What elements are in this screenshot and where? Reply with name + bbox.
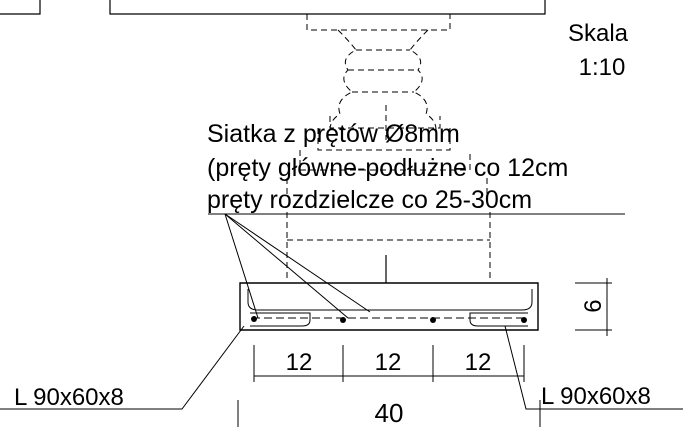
top-right-frame bbox=[109, 0, 546, 15]
spacing-dimension bbox=[237, 345, 541, 427]
baluster-dashed-outline bbox=[286, 14, 491, 282]
note-line-3: pręty rozdzielcze co 25-30cm bbox=[207, 186, 532, 214]
scale-label: Skala bbox=[568, 20, 629, 47]
scale-value: 1:10 bbox=[579, 54, 626, 81]
note-line-2: (pręty główne-podłużne co 12cm bbox=[207, 154, 568, 182]
total-width-label: 40 bbox=[375, 398, 404, 427]
thickness-dimension bbox=[575, 278, 612, 336]
top-left-frame bbox=[0, 0, 41, 15]
slab-section bbox=[239, 282, 539, 331]
thickness-label: 6 bbox=[580, 299, 607, 312]
rebar-dots bbox=[251, 316, 527, 323]
spacing-label-2: 12 bbox=[375, 349, 402, 376]
right-angle-label: L 90x60x8 bbox=[541, 383, 651, 410]
spacing-label-1: 12 bbox=[286, 349, 313, 376]
left-angle-label: L 90x60x8 bbox=[14, 384, 124, 411]
note-leaders bbox=[208, 213, 625, 319]
right-angle-leader bbox=[504, 325, 683, 410]
spacing-label-3: 12 bbox=[465, 349, 492, 376]
left-angle-leader bbox=[0, 325, 245, 410]
note-line-1: Siatka z prętów Ø8mm bbox=[207, 120, 460, 148]
